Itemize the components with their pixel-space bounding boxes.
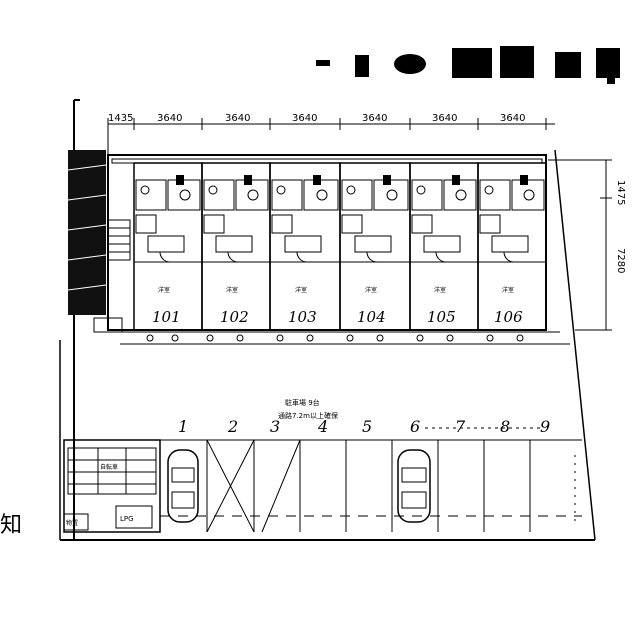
parking-slot-number: 5 bbox=[362, 417, 372, 436]
top-dimension-line: 1435 3640 3640 3640 3640 3640 3640 bbox=[107, 113, 555, 160]
room-type-label: 洋室 bbox=[365, 286, 377, 294]
dimension-label: 3640 bbox=[225, 113, 250, 124]
parking-title-block: 駐車場 9台 通路7.2m以上確保 bbox=[278, 398, 338, 420]
unit-104: 洋室 104 bbox=[339, 162, 411, 331]
lpg-label: LPG bbox=[120, 515, 134, 523]
storage-label: 物置 bbox=[66, 519, 78, 527]
margin-character: 知 bbox=[0, 513, 22, 538]
parking-stalls bbox=[159, 439, 582, 533]
room-type-label: 洋室 bbox=[502, 286, 514, 294]
bike-parking-label: 自転車 bbox=[100, 463, 118, 471]
parking-subtitle: 通路7.2m以上確保 bbox=[278, 411, 338, 420]
parking-slot-number: 2 bbox=[227, 417, 238, 436]
unit-number-label: 103 bbox=[288, 308, 317, 326]
unit-102: 洋室 102 bbox=[201, 162, 271, 331]
dimension-label: 3640 bbox=[157, 113, 182, 124]
neighbor-wall-hatch bbox=[68, 150, 106, 315]
unit-101: 洋室 101 bbox=[133, 162, 203, 331]
right-dimension-line: 1475 7280 bbox=[548, 159, 626, 331]
dimension-label: 7280 bbox=[615, 248, 626, 273]
facilities-block: 自転車 物置 LPG bbox=[63, 439, 161, 533]
parking-slot-number: 9 bbox=[540, 417, 550, 436]
room-type-label: 洋室 bbox=[158, 286, 170, 294]
parking-slot-number: 6 bbox=[410, 417, 420, 436]
unit-103: 洋室 103 bbox=[269, 162, 341, 331]
unit-number-label: 101 bbox=[152, 308, 181, 326]
dimension-label: 3640 bbox=[292, 113, 317, 124]
room-type-label: 洋室 bbox=[434, 286, 446, 294]
car-icon bbox=[397, 449, 431, 523]
room-type-label: 洋室 bbox=[295, 286, 307, 294]
unit-106: 洋室 106 bbox=[477, 162, 547, 331]
dimension-label: 3640 bbox=[432, 113, 457, 124]
dimension-label: 1475 bbox=[615, 180, 626, 205]
unit-number-label: 106 bbox=[494, 308, 523, 326]
parking-slot-numbers: 1 2 3 4 5 6 7 8 9 bbox=[178, 417, 550, 436]
unit-number-label: 104 bbox=[357, 308, 386, 326]
stair bbox=[107, 219, 131, 261]
parking-slot-number: 3 bbox=[270, 417, 280, 436]
top-banner-fragment bbox=[316, 46, 620, 84]
unit-105: 洋室 105 bbox=[409, 162, 479, 331]
parking-title: 駐車場 9台 bbox=[285, 398, 320, 407]
room-type-label: 洋室 bbox=[226, 286, 238, 294]
car-icon bbox=[167, 449, 199, 523]
parking-slot-number: 8 bbox=[500, 417, 510, 436]
unit-number-label: 102 bbox=[220, 308, 249, 326]
dimension-label: 3640 bbox=[362, 113, 387, 124]
dimension-label: 1435 bbox=[108, 113, 133, 124]
parking-slot-number: 4 bbox=[317, 417, 328, 436]
unit-number-label: 105 bbox=[427, 308, 456, 326]
dimension-label: 3640 bbox=[500, 113, 525, 124]
parking-slot-number: 1 bbox=[178, 417, 188, 436]
parking-slot-number: 7 bbox=[455, 417, 466, 436]
planter-strip bbox=[93, 317, 570, 345]
